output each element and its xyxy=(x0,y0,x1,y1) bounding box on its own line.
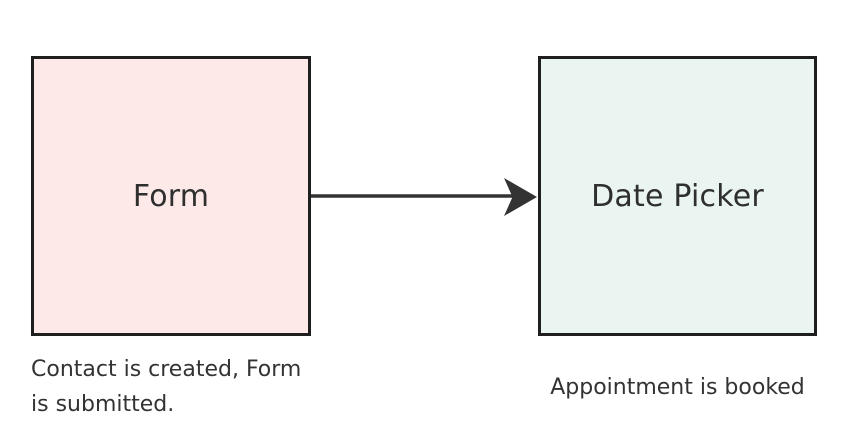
arrowhead-icon xyxy=(504,178,537,216)
node-form-label: Form xyxy=(132,178,210,214)
node-date-picker: Date Picker xyxy=(538,56,817,336)
node-form-caption: Contact is created, Form is submitted. xyxy=(31,357,302,417)
node-date-picker-label: Date Picker xyxy=(591,178,764,214)
node-date-picker-caption: Appointment is booked xyxy=(550,375,805,400)
node-form: Form xyxy=(31,56,311,336)
